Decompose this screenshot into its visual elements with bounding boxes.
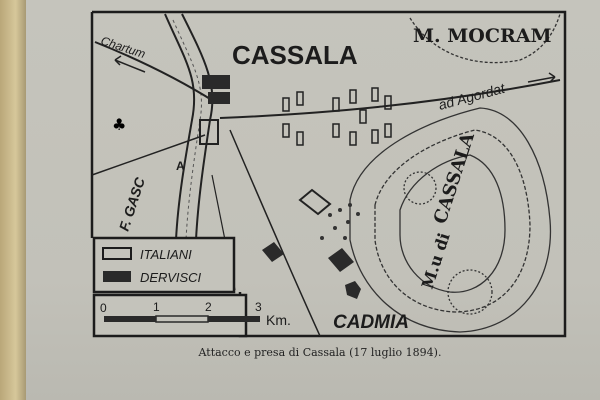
italian-units xyxy=(282,87,392,146)
dervish-units xyxy=(262,188,361,299)
legend-label-italiani: ITALIANI xyxy=(140,247,192,262)
label-mocram: M. MOCRAM xyxy=(413,25,552,47)
river-bank xyxy=(164,13,196,241)
map-caption: Attacco e presa di Cassala (17 luglio 18… xyxy=(198,346,442,359)
scale-tick-2: 2 xyxy=(205,300,212,314)
label-river: F. GASC xyxy=(116,175,149,233)
label-cassala: CASSALA xyxy=(232,40,358,70)
road-agordat xyxy=(219,79,561,119)
scale-tick-0: 0 xyxy=(100,301,107,315)
legend: ITALIANI DERVISCI xyxy=(92,236,236,294)
label-river-mark: A xyxy=(176,159,185,173)
scale-bar: 0 1 2 3 Km. xyxy=(92,293,291,338)
label-mountain-prefix: M.u di xyxy=(418,230,454,291)
scale-unit: Km. xyxy=(266,312,291,328)
legend-swatch-dervisci xyxy=(103,271,131,282)
label-cadmia: CADMIA xyxy=(333,312,409,333)
palm-tree-icon: ♣ xyxy=(112,115,126,134)
road-chartum xyxy=(94,41,216,103)
book-edge xyxy=(0,0,26,400)
scale-tick-1: 1 xyxy=(153,300,160,314)
label-chartum: Chartum xyxy=(99,34,147,62)
town-cassala xyxy=(199,75,230,145)
contour-lines xyxy=(349,13,561,333)
legend-swatch-italiani xyxy=(102,247,132,260)
legend-label-dervisci: DERVISCI xyxy=(140,270,202,285)
label-agordat: ad Agordat xyxy=(437,80,508,113)
scale-tick-3: 3 xyxy=(255,300,262,314)
